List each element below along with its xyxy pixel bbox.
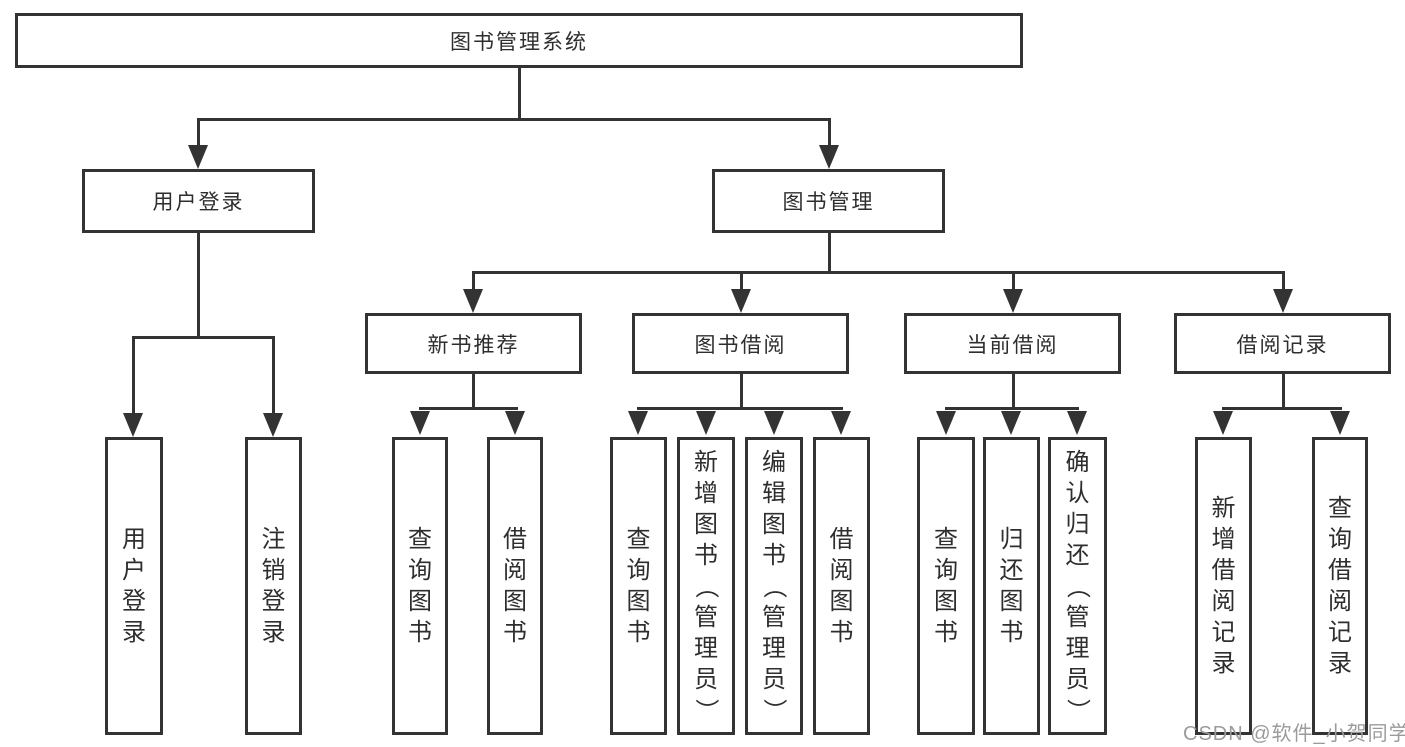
- arrow-borrow-leaf-1: [628, 411, 648, 435]
- connector-userlogin-stem: [197, 233, 200, 336]
- arrow-to-newbook: [463, 289, 483, 313]
- leaf-user-login: 用户登录: [105, 437, 163, 735]
- leaf-current-query-books: 查询图书: [917, 437, 975, 735]
- leaf-newbook-borrow-books: 借阅图书: [487, 437, 543, 735]
- arrow-current-leaf-1: [936, 411, 956, 435]
- node-root-library-system: 图书管理系统: [15, 13, 1023, 68]
- leaf-logout: 注销登录: [245, 437, 302, 735]
- connector-current-bar: [945, 407, 1079, 410]
- connector-level2-bar: [197, 118, 831, 121]
- arrow-to-records: [1273, 289, 1293, 313]
- connector-drop-records: [1282, 271, 1285, 289]
- leaf-borrow-borrow-books: 借阅图书: [813, 437, 870, 735]
- arrow-to-current: [1003, 289, 1023, 313]
- connector-bookmgmt-stem: [828, 233, 831, 274]
- connector-drop-leaf-logout: [272, 336, 275, 413]
- connector-drop-book-mgmt: [828, 118, 831, 146]
- connector-drop-borrow: [740, 271, 743, 289]
- arrow-borrow-leaf-2: [696, 411, 716, 435]
- arrow-borrow-leaf-3: [764, 411, 784, 435]
- arrow-to-book-mgmt: [819, 145, 839, 169]
- node-user-login-branch: 用户登录: [82, 169, 315, 233]
- arrow-borrow-leaf-4: [831, 411, 851, 435]
- csdn-watermark: CSDN @软件_小贺同学: [1183, 723, 1405, 745]
- connector-drop-current: [1012, 271, 1015, 289]
- connector-userlogin-bar: [132, 336, 275, 339]
- node-book-management-branch: 图书管理: [712, 169, 945, 233]
- connector-root-stem: [518, 68, 521, 118]
- leaf-records-add-record: 新增借阅记录: [1195, 437, 1252, 735]
- arrow-to-leaf-login: [123, 413, 143, 437]
- node-borrowing-records: 借阅记录: [1174, 313, 1391, 374]
- arrow-to-leaf-logout: [263, 413, 283, 437]
- connector-newbook-bar: [419, 407, 518, 410]
- arrow-newbook-leaf-1: [410, 411, 430, 435]
- leaf-borrow-edit-books-admin: 编辑图书（管理员）: [745, 437, 803, 735]
- connector-borrow-stem: [740, 374, 743, 410]
- leaf-current-confirm-return-admin: 确认归还（管理员）: [1048, 437, 1107, 735]
- connector-level3-bar: [472, 271, 1285, 274]
- leaf-borrow-query-books: 查询图书: [610, 437, 667, 735]
- arrow-current-leaf-2: [1001, 411, 1021, 435]
- leaf-records-query-record: 查询借阅记录: [1312, 437, 1368, 735]
- arrow-newbook-leaf-2: [505, 411, 525, 435]
- node-book-borrowing: 图书借阅: [632, 313, 849, 374]
- node-current-borrowing: 当前借阅: [904, 313, 1121, 374]
- connector-borrow-bar: [637, 407, 843, 410]
- arrow-to-borrow: [731, 289, 751, 313]
- arrow-records-leaf-1: [1213, 411, 1233, 435]
- connector-records-bar: [1222, 407, 1342, 410]
- connector-records-stem: [1282, 374, 1285, 410]
- connector-drop-leaf-login: [132, 336, 135, 413]
- connector-newbook-stem: [472, 374, 475, 410]
- arrow-to-user-login: [188, 145, 208, 169]
- leaf-current-return-books: 归还图书: [983, 437, 1040, 735]
- connector-drop-user-login: [197, 118, 200, 146]
- leaf-borrow-add-books-admin: 新增图书（管理员）: [677, 437, 735, 735]
- connector-current-stem: [1012, 374, 1015, 410]
- arrow-records-leaf-2: [1330, 411, 1350, 435]
- connector-drop-newbook: [472, 271, 475, 289]
- node-new-book-recommend: 新书推荐: [365, 313, 582, 374]
- leaf-newbook-query-books: 查询图书: [392, 437, 448, 735]
- arrow-current-leaf-3: [1067, 411, 1087, 435]
